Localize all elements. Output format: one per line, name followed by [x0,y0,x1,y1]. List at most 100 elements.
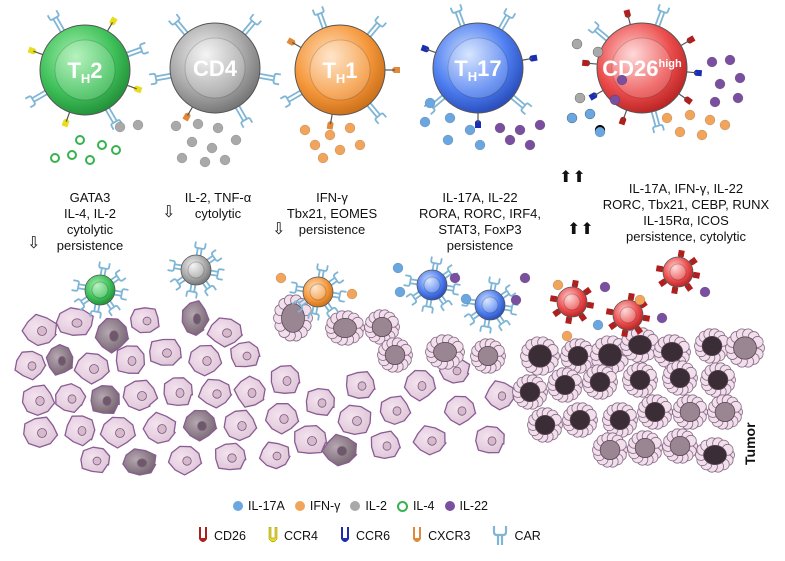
apoptotic-tumor-cell [470,338,506,374]
car-receptor-icon [488,276,501,291]
cd26-receptor-icon [581,59,599,67]
ccr6-receptor-icon [420,44,437,54]
legend-ccr4: CCR4 [268,527,318,545]
il17a-dot [419,116,431,128]
il22-dot [534,119,546,131]
ifng-dot [317,152,329,164]
il17a-dot [464,124,476,136]
cd26-receptor-icon [623,9,632,26]
nucleus [35,396,45,406]
il2-dot [212,122,224,134]
il17a-dot [592,319,604,331]
small-th1-cell [289,263,347,321]
il2-dot-icon [350,501,361,511]
legend-ifng: IFN-γ [294,499,340,513]
ifng-dot [561,330,573,342]
il2-dot [219,154,231,166]
nucleus [487,436,497,446]
il22-dot [734,72,746,84]
il17a-dot [566,112,578,124]
il22-dot [732,92,744,104]
ifng-dot [704,114,716,126]
ccr6-receptor-icon [521,54,538,62]
car-receptor-icon [89,304,102,319]
small-cd26-cell [655,249,701,295]
il2-dot [114,121,126,133]
ccr6-receptor-icon [685,69,703,77]
il4-ring-icon [396,500,408,512]
nucleus [212,389,222,399]
apoptotic-tumor-cell [560,338,596,374]
car-receptor-icon [279,89,304,109]
legend-car: CAR [492,526,541,546]
car-receptor-icon [110,269,127,284]
ifng-dot [634,294,646,306]
car-receptor-icon [73,296,90,311]
il2-dot [592,46,604,58]
nucleus [417,381,427,391]
car-receptor-icon [307,306,320,321]
nucleus [227,453,237,463]
ifng-dot [344,122,356,134]
nucleus [127,356,137,366]
apoptotic-tumor-cell [707,394,743,430]
nucleus [162,348,172,358]
nucleus [497,391,507,401]
il22-dot [504,134,516,146]
il17a-dot [392,262,404,274]
cd26-high-cell: CD26high [581,3,703,134]
small-cd26-cell [605,292,651,338]
car-receptor-icon [289,281,304,294]
il17a-dot [442,134,454,146]
apoptotic-tumor-cell [694,328,730,364]
apoptotic-tumor-cell [364,309,400,345]
nucleus [27,361,37,371]
il2-dot [176,152,188,164]
cxcr3-receptor-icon [384,67,400,73]
nucleus [71,318,83,328]
cell-name-label: CD4 [193,56,238,81]
nucleus [102,396,112,406]
car-receptor-icon [403,274,418,287]
nucleus [279,414,289,424]
ifng-dot [346,288,358,300]
ifng-dot-icon [294,501,305,511]
cd26-receptor-icon [679,35,696,47]
car-receptor-icon [234,104,254,129]
ifng-dot [309,139,321,151]
cell-name-label: TH17 [454,56,501,84]
nucleus [175,388,185,398]
car-receptor-icon [421,299,434,314]
ifng-dot [299,124,311,136]
ifng-dot [354,139,366,151]
nucleus [37,428,47,438]
cd26-receptor-icon [677,92,693,105]
nucleus [157,424,167,434]
apoptotic-tumor-cell [512,374,548,410]
apoptotic-tumor-cell [273,294,313,342]
legend-il4: IL-4 [396,499,435,513]
car-receptor-icon [493,526,508,545]
il17a-dot [594,126,606,138]
il4-dot [85,155,95,165]
nucleus [222,328,232,338]
double-up-arrow-icon: ⬆⬆ [567,221,594,238]
il4-dot [67,150,77,160]
car-receptor-icon [106,300,121,317]
apoptotic-tumor-cell [602,402,638,438]
apoptotic-tumor-cell [547,367,583,403]
il22-dot [494,122,506,134]
il4-dot [75,135,85,145]
nucleus [282,376,292,386]
tumor-tissue [14,294,765,476]
ccr4-receptor-icon [268,527,278,543]
ccr4-receptor-icon [106,16,118,33]
apoptotic-tumor-cell [527,407,563,443]
car-receptor-icon [430,256,443,271]
car-receptor-icon [650,109,665,134]
nucleus [317,398,327,408]
nucleus [457,406,467,416]
car-receptor-icon [104,106,124,131]
